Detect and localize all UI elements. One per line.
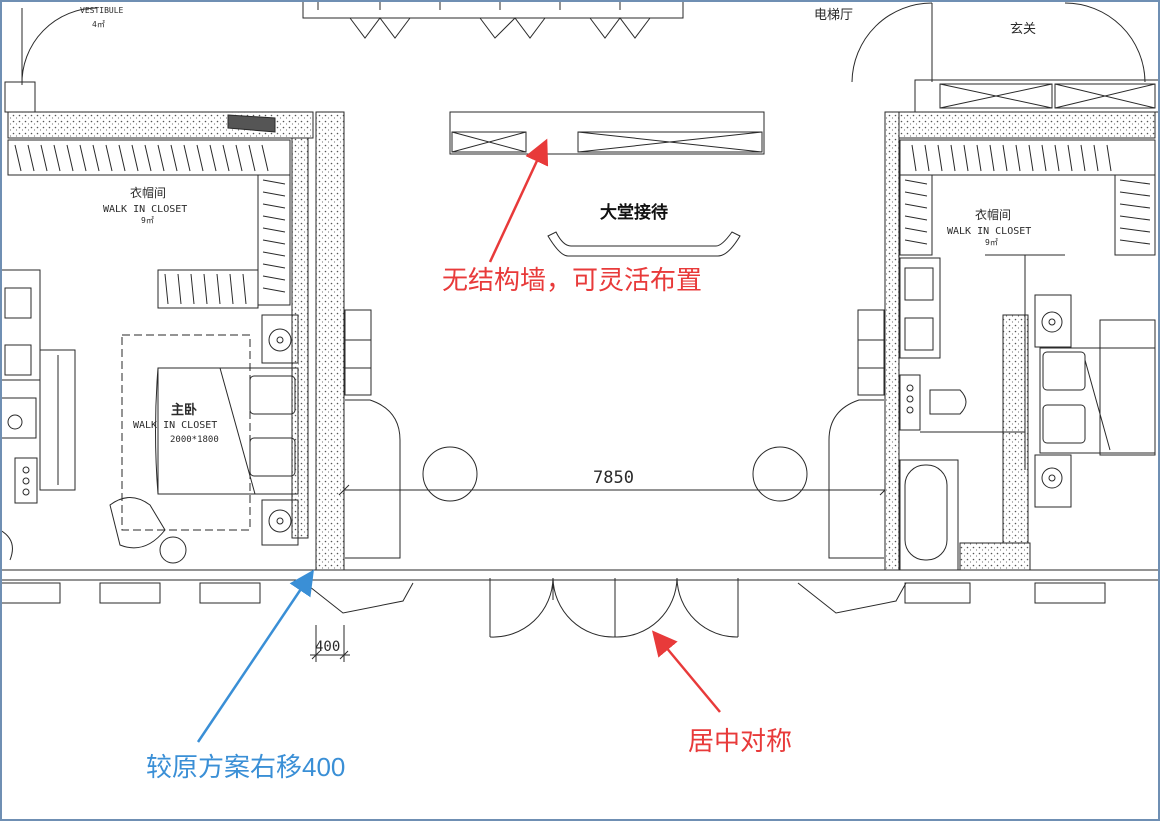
elevator-hall-label: 电梯厅: [814, 7, 853, 22]
bedroom-en: WALK IN CLOSET: [133, 420, 217, 431]
dimension-7850-label: 7850: [593, 468, 634, 488]
vestibule-door: [4, 7, 98, 113]
right-closet-area: 9㎡: [985, 238, 998, 247]
left-bedroom: [109, 314, 299, 564]
right-closet-hangers: [899, 139, 1156, 470]
left-closet-hangers: [7, 139, 291, 309]
arrow-centered: [651, 630, 721, 713]
vestibule-label: VESTIBULE: [80, 6, 124, 15]
lobby-furniture: [344, 309, 885, 559]
left-closet-area: 9㎡: [141, 216, 154, 225]
left-closet-en: WALK IN CLOSET: [103, 204, 187, 215]
arrow-no-structure-wall: [488, 138, 549, 263]
entrance-doors: [489, 577, 739, 638]
right-bedroom: [1034, 294, 1156, 508]
note-shifted: 较原方案右移400: [146, 752, 345, 782]
right-closet-name: 衣帽间: [975, 207, 1011, 222]
vestibule-area: 4㎡: [92, 20, 105, 29]
top-cabinets: [302, 0, 684, 39]
arrow-shifted: [196, 569, 314, 743]
lobby-title: 大堂接待: [600, 202, 668, 222]
bottom-facade: [0, 569, 1160, 614]
right-closet-en: WALK IN CLOSET: [947, 226, 1031, 237]
left-closet-name: 衣帽间: [130, 185, 166, 200]
reception-desk: [449, 111, 765, 155]
entrance-label: 玄关: [1010, 21, 1036, 36]
right-walls: [884, 111, 1156, 571]
right-bath-fixtures: [899, 257, 1025, 571]
note-no-structure-wall: 无结构墙，可灵活布置: [442, 265, 702, 295]
bedroom-name: 主卧: [171, 402, 197, 417]
reception-counter: [547, 231, 741, 257]
entrance-door: [851, 2, 1160, 113]
left-bath-fixtures: [0, 269, 76, 561]
dimension-400: [310, 625, 350, 662]
note-centered: 居中对称: [688, 726, 792, 756]
dimension-400-label: 400: [315, 639, 340, 655]
bed-size: 2000*1800: [170, 435, 219, 445]
left-walls: [7, 111, 345, 571]
